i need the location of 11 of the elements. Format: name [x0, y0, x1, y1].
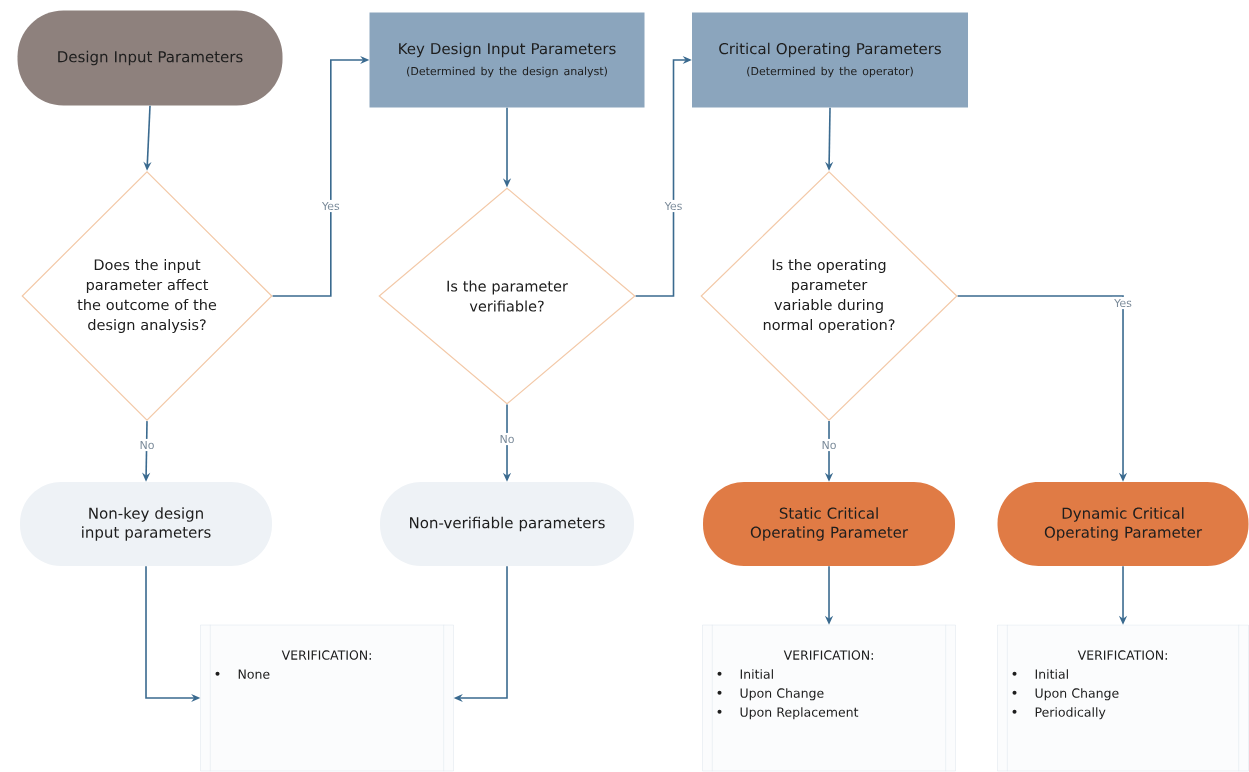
edge-label: No — [497, 432, 517, 446]
edge-label: Yes — [1112, 296, 1134, 310]
process-box: Critical Operating Parameters (Determined by the operator) — [692, 12, 968, 108]
edge-label: Yes — [319, 199, 342, 213]
edge-label: No — [137, 438, 157, 452]
verification-box: VERIFICATION: Initial Upon Change Periodically — [997, 624, 1249, 772]
edge-label: No — [819, 438, 839, 452]
verification-box: VERIFICATION: None — [200, 624, 454, 772]
verification-box: VERIFICATION: Initial Upon Change Upon Replacement — [702, 624, 956, 772]
edge-label: Yes — [662, 199, 685, 213]
process-box: Key Design Input Parameters (Determined by the design analyst) — [369, 12, 645, 108]
